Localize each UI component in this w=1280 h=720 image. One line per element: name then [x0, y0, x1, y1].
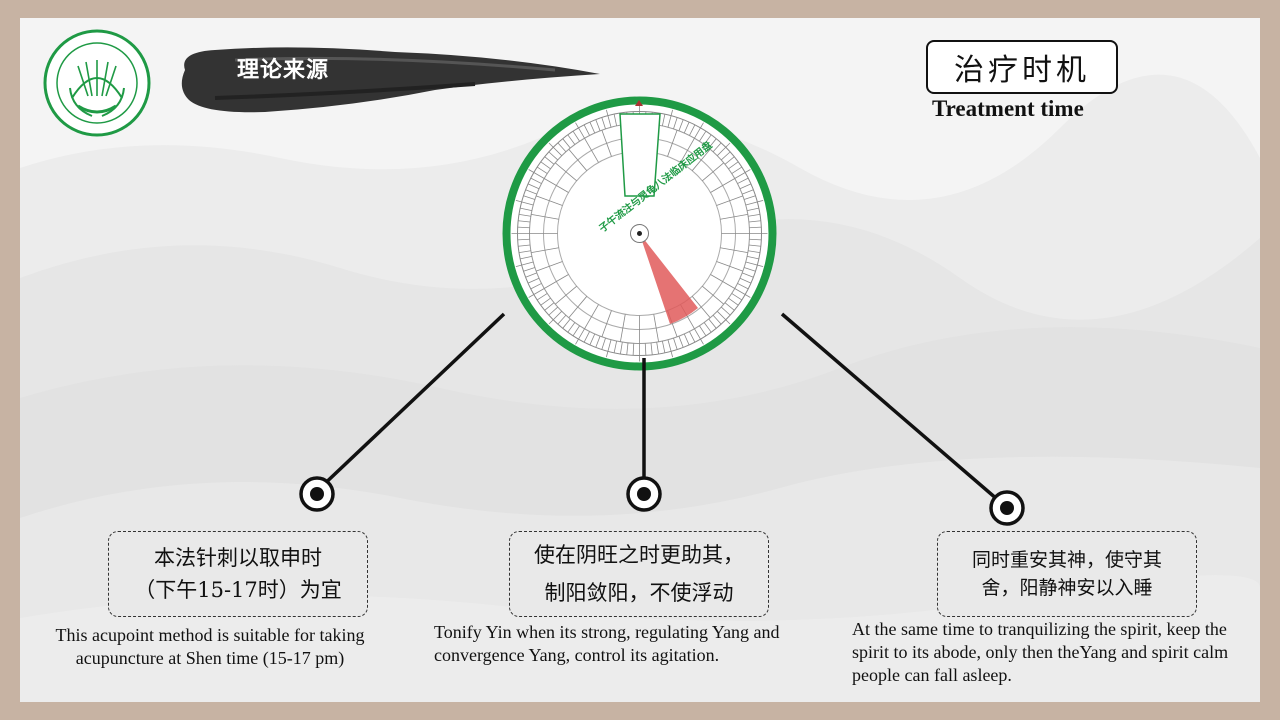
point-box-2: 使在阴旺之时更助其， 制阳敛阳，不使浮动 [509, 531, 769, 617]
society-logo [43, 29, 151, 137]
point-3-en: At the same time to tranquilizing the sp… [852, 619, 1229, 685]
node-marker-2 [626, 476, 662, 512]
section-label: 理论来源 [237, 58, 330, 83]
point-3-cn-line2: 舍，阳静神安以入睡 [981, 577, 1153, 599]
page-title-en: Treatment time [932, 96, 1084, 121]
slide: 理论来源 治疗时机 Treatment time 子午流注与灵龟八法临床应用盘 [20, 18, 1260, 702]
page-title-cn: 治疗时机 [926, 40, 1118, 94]
point-2-cn-line1: 使在阴旺之时更助其， [534, 543, 744, 567]
highlight-sector [639, 233, 698, 324]
point-1-cn-line1: 本法针刺以取申时 [154, 546, 322, 570]
point-box-3: 同时重安其神，使守其 舍，阳静神安以入睡 [937, 531, 1197, 617]
point-2-cn-line2: 制阳敛阳，不使浮动 [544, 581, 734, 605]
node-marker-1 [299, 476, 335, 512]
node-marker-3 [989, 490, 1025, 526]
point-1-cn-line2: （下午15-17时）为宜 [134, 578, 342, 602]
point-2-en: Tonify Yin when its strong, regulating Y… [434, 622, 780, 665]
point-3-cn-line1: 同时重安其神，使守其 [971, 549, 1162, 571]
ink-brush-banner [181, 47, 601, 113]
midnight-noon-ebb-flow-dial [502, 96, 777, 371]
point-1-en: This acupoint method is suitable for tak… [55, 625, 365, 668]
connector-lines [299, 312, 1025, 526]
point-box-1: 本法针刺以取申时 （下午15-17时）为宜 [108, 531, 368, 617]
